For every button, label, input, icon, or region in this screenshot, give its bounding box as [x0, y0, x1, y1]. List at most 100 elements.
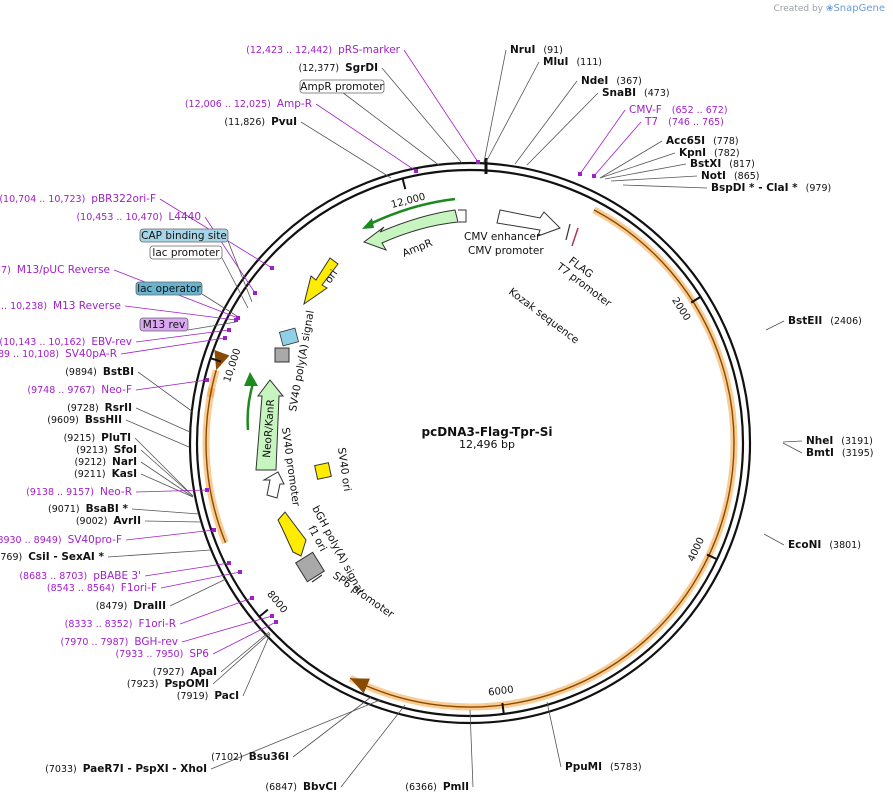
enzyme-sgrdi[interactable]: SgrDI(12,377) [298, 62, 378, 74]
feature-f1-ori[interactable] [277, 511, 307, 557]
primer-site [274, 620, 278, 624]
primer-neor[interactable]: Neo-R(9138 .. 9157) [26, 486, 132, 498]
enzyme-name: NheI [806, 435, 833, 447]
enzyme-snabi[interactable]: SnaBI(473) [602, 87, 670, 99]
feature-label-cap[interactable]: CAP binding site [139, 228, 229, 243]
enzyme-name: PspOMI [164, 678, 209, 690]
primer-sv40pa[interactable]: SV40pA-R(10,089 .. 10,108) [0, 348, 117, 360]
primer-name: F1ori-R [139, 618, 176, 630]
feature-flag[interactable] [565, 223, 579, 247]
leader-line [140, 473, 194, 498]
primer-bgh[interactable]: BGH-rev(7970 .. 7987) [61, 636, 178, 648]
enzyme-bsteii[interactable]: BstEII(2406) [788, 315, 862, 327]
primer-f1orif[interactable]: F1ori-F(8543 .. 8564) [47, 582, 157, 594]
enzyme-pmli[interactable]: PmlI(6366) [405, 781, 469, 793]
enzyme-pvui[interactable]: PvuI(11,826) [224, 116, 297, 128]
leader-line [599, 140, 663, 179]
enzyme-ppumi[interactable]: PpuMI(5783) [565, 761, 642, 773]
enzyme-nari[interactable]: NarI(9212) [74, 456, 137, 468]
enzyme-bspdi[interactable]: BspDI * - ClaI *(979) [711, 182, 831, 194]
primer-sv40pro[interactable]: SV40pro-F(8930 .. 8949) [0, 534, 122, 546]
leader-line [181, 615, 273, 643]
orf-arrowhead [350, 678, 370, 694]
leader-line [514, 80, 578, 165]
primer-pbr[interactable]: pBR322ori-F(10,704 .. 10,723) [0, 193, 156, 205]
enzyme-position: (9215) [64, 433, 96, 444]
primer-ebv[interactable]: EBV-rev(10,143 .. 10,162) [0, 336, 132, 348]
leader-line [292, 696, 372, 758]
primer-neof[interactable]: Neo-F(9748 .. 9767) [27, 384, 132, 396]
enzyme-paer7i[interactable]: PaeR7I - PspXI - XhoI(7033) [45, 763, 207, 775]
enzyme-mlui[interactable]: MluI(111) [543, 56, 602, 68]
enzyme-noti[interactable]: NotI(865) [701, 170, 759, 182]
enzyme-econi[interactable]: EcoNI(3801) [788, 539, 861, 551]
primer-f1orir[interactable]: F1ori-R(8333 .. 8352) [65, 618, 176, 630]
enzyme-kpni[interactable]: KpnI(782) [679, 147, 740, 159]
enzyme-nrui[interactable]: NruI(91) [510, 44, 563, 56]
feature-sv40-promoter[interactable] [262, 471, 285, 499]
primer-range: (10,222 .. 10,238) [0, 301, 47, 312]
enzyme-kasi[interactable]: KasI(9211) [74, 468, 137, 480]
primer-site [270, 614, 274, 618]
enzyme-name: NarI [112, 456, 137, 468]
feature-text-sv40prom: SV40 promoter [279, 427, 302, 508]
enzyme-bbvci[interactable]: BbvCI(6847) [265, 781, 337, 793]
enzyme-nhei[interactable]: NheI(3191) [806, 435, 873, 447]
enzyme-bstbi[interactable]: BstBI(9894) [65, 366, 134, 378]
enzyme-draiii[interactable]: DraIII(8479) [96, 600, 166, 612]
enzyme-sfoi[interactable]: SfoI(9213) [76, 444, 137, 456]
feature-sv40-ori[interactable] [314, 462, 332, 480]
enzyme-name: BspDI * - ClaI * [711, 182, 798, 194]
enzyme-bsabi[interactable]: BsaBI *(9071) [48, 503, 128, 515]
enzyme-name: KasI [112, 468, 137, 480]
feature-label-lacprom[interactable]: lac promoter [149, 245, 223, 260]
enzyme-rsrii[interactable]: RsrII(9728) [67, 402, 132, 414]
primer-ampr-r[interactable]: Amp-R(12,006 .. 12,025) [185, 98, 312, 110]
enzyme-bsshii[interactable]: BssHII(9609) [47, 414, 122, 426]
primer-t7[interactable]: T7(746 .. 765) [644, 116, 724, 128]
enzyme-pspomi[interactable]: PspOMI(7923) [127, 678, 209, 690]
primer-sp6[interactable]: SP6(7933 .. 7950) [115, 648, 209, 660]
enzyme-paci[interactable]: PacI(7919) [177, 690, 239, 702]
enzyme-acc65i[interactable]: Acc65I(778) [666, 135, 739, 147]
enzyme-position: (473) [644, 88, 670, 99]
enzyme-name: BssHII [85, 414, 122, 426]
enzyme-apai[interactable]: ApaI(7927) [153, 666, 217, 678]
enzyme-bstxi[interactable]: BstXI(817) [690, 158, 755, 170]
feature-label-lacop[interactable]: lac operator [135, 281, 203, 296]
feature-text-neokan: NeoR/KanR [261, 399, 277, 458]
label-box [139, 317, 189, 332]
enzyme-name: BbvCI [303, 781, 337, 793]
tick-mark [501, 702, 505, 715]
primer-m13puc[interactable]: M13/pUC Reverse(10,235 .. 10,257) [0, 264, 110, 276]
enzyme-bsu36i[interactable]: Bsu36I(7102) [211, 751, 289, 763]
primer-cmvf[interactable]: CMV-F(652 .. 672) [629, 104, 728, 116]
primer-pbabe[interactable]: pBABE 3'(8683 .. 8703) [19, 570, 141, 582]
feature-label-m13box[interactable]: M13 rev [139, 317, 189, 332]
feature-bgh-polya[interactable] [295, 551, 325, 583]
enzyme-ndei[interactable]: NdeI(367) [581, 75, 642, 87]
primer-name: SV40pA-R [65, 348, 117, 360]
enzyme-position: (91) [543, 45, 563, 56]
primer-name: F1ori-F [121, 582, 157, 594]
primer-range: (7970 .. 7987) [61, 637, 129, 648]
primer-prs[interactable]: pRS-marker(12,423 .. 12,442) [246, 44, 401, 56]
feature-ampr[interactable] [362, 197, 467, 251]
feature-label-amprprom[interactable]: AmpR promoter [299, 79, 385, 94]
feature-ori[interactable] [303, 257, 339, 306]
leader-line [137, 371, 194, 413]
feature-neor-kanr[interactable] [244, 372, 285, 471]
primer-l4440[interactable]: L4440(10,453 .. 10,470) [76, 211, 201, 223]
feature-sv40-polya[interactable] [274, 327, 300, 363]
enzyme-bmti[interactable]: BmtI(3195) [806, 447, 873, 459]
leader-line [144, 520, 202, 523]
primer-m13rev[interactable]: M13 Reverse(10,222 .. 10,238) [0, 300, 121, 312]
feature-cmv-enhancer[interactable] [496, 209, 561, 237]
enzyme-csii[interactable]: CsiI - SexAI *(8769) [0, 551, 104, 563]
feature-text-ampr: AmpR [401, 237, 435, 260]
enzyme-avrii[interactable]: AvrII(9002) [76, 515, 141, 527]
enzyme-name: SgrDI [345, 62, 378, 74]
feature-text-cmvprom: CMV promoter [468, 245, 544, 257]
plasmid-name: pcDNA3-Flag-Tpr-Si [422, 425, 553, 439]
enzyme-plutI[interactable]: PluTI(9215) [64, 432, 131, 444]
